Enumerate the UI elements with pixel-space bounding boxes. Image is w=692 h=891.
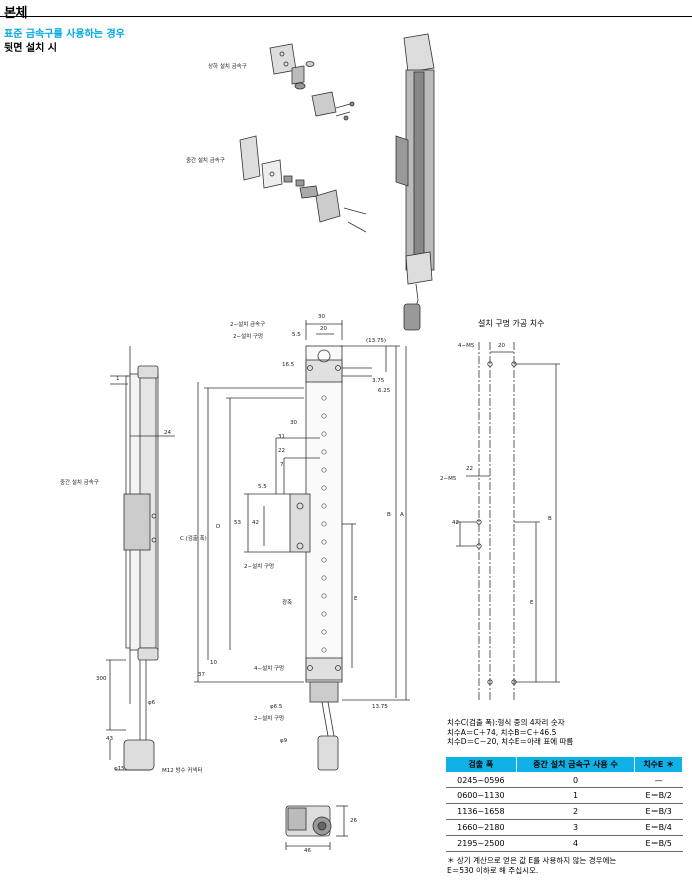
connector-detail-drawing — [285, 805, 348, 850]
col-mid-bracket-count: 중간 설치 금속구 사용 수 — [515, 756, 636, 773]
dim-3-75: 3.75 — [372, 378, 385, 384]
table-cell: 1660~2180 — [445, 819, 517, 836]
mid-bracket-parts — [239, 135, 367, 233]
footnote-line-1: ＊ 상기 계산으로 얻은 값 E를 사용하지 않는 경우에는 — [447, 856, 617, 865]
table-row: 2195~2500 4 E＝B/5 — [445, 835, 683, 852]
side-view-drawing — [106, 346, 175, 771]
hole-pattern-drawing — [456, 342, 560, 700]
dim-E: E — [354, 596, 358, 602]
dim-5-5: 5.5 — [292, 332, 301, 338]
side-dim-1: 1 — [116, 376, 120, 382]
subtitle: 표준 금속구를 사용하는 경우 — [4, 29, 125, 40]
dim-16-5: 16.5 — [282, 362, 295, 368]
dimension-table: 검출 폭 중간 설치 금속구 사용 수 치수E ＊ 0245~0596 0 — … — [445, 756, 683, 852]
note-line-2: 치수A＝C＋74, 치수B＝C＋46.5 — [447, 727, 557, 737]
dim-30: 30 — [318, 314, 325, 320]
front-view-drawing — [194, 320, 410, 771]
hole-pattern-title: 설치 구멍 가공 치수 — [478, 319, 545, 328]
two-bracket-label: 2−설치 금속구 — [230, 322, 266, 328]
side-dim-300: 300 — [96, 676, 107, 682]
dim-20: 20 — [320, 326, 327, 332]
m5-two-label: 2−M5 — [440, 476, 457, 482]
hole-dim-20: 20 — [498, 343, 505, 349]
sensor-3d-view — [395, 33, 435, 331]
dim-5-5-b: 5.5 — [258, 484, 267, 490]
hole-dim-E: E — [530, 600, 534, 606]
dim-phi-9: φ9 — [280, 738, 288, 744]
section-heading: 뒷면 설치 시 — [4, 43, 57, 54]
hole-dim-B: B — [548, 516, 552, 522]
table-cell: 1136~1658 — [445, 803, 517, 820]
two-hole-bot-label: 2−설치 구멍 — [254, 716, 285, 722]
four-hole-label: 4−설치 구멍 — [254, 666, 285, 672]
two-hole-top-label: 2−설치 구멍 — [233, 334, 264, 340]
dim-31: 31 — [278, 434, 285, 440]
table-cell: E＝B/2 — [634, 787, 683, 804]
m5-four-label: 4−M5 — [458, 343, 475, 349]
col-detect-width: 검출 폭 — [445, 756, 517, 773]
table-cell: E＝B/4 — [634, 819, 683, 836]
connector-label: M12 방수 커넥터 — [162, 768, 203, 774]
conn-dim-26: 26 — [350, 818, 357, 824]
dim-13-75-top: (13.75) — [366, 338, 387, 344]
table-cell: 3 — [516, 819, 635, 836]
dim-53: 53 — [234, 520, 241, 526]
table-row: 1136~1658 2 E＝B/3 — [445, 803, 683, 820]
hole-dim-42: 42 — [452, 520, 459, 526]
table-cell: E＝B/3 — [634, 803, 683, 820]
col-dim-e: 치수E ＊ — [634, 756, 683, 773]
dim-13-75-bot: 13.75 — [372, 704, 388, 710]
dim-D: D — [216, 524, 221, 530]
dim-10: 10 — [210, 660, 217, 666]
table-cell: 0600~1130 — [445, 787, 517, 804]
table-cell: 0245~0596 — [445, 772, 517, 788]
dim-7: 7 — [280, 462, 284, 468]
side-dim-phi-6: φ6 — [148, 700, 156, 706]
table-cell: 1 — [516, 787, 635, 804]
dim-22: 22 — [278, 448, 285, 454]
dim-phi-6-5: φ6.5 — [270, 704, 283, 710]
conn-dim-46: 46 — [304, 848, 311, 854]
table-cell: — — [634, 772, 683, 788]
table-cell: E＝B/5 — [634, 835, 683, 852]
dim-A: A — [400, 512, 404, 518]
top-bracket-label: 상하 설치 금속구 — [208, 64, 247, 70]
mid-bracket-label: 중간 설치 금속구 — [186, 158, 225, 164]
table-cell: 0 — [516, 772, 635, 788]
table-cell: 2 — [516, 803, 635, 820]
table-header-row: 검출 폭 중간 설치 금속구 사용 수 치수E ＊ — [445, 756, 683, 773]
dim-37: 37 — [198, 672, 205, 678]
title-divider — [0, 16, 692, 17]
table-cell: 2195~2500 — [445, 835, 517, 852]
dimension-notes: 치수C(검출 폭):형식 중의 4자리 숫자 치수A＝C＋74, 치수B＝C＋4… — [447, 718, 573, 747]
optical-axis-label: 광축 — [282, 600, 293, 606]
footnote-line-2: E＝530 이하로 해 주십시오. — [447, 866, 539, 875]
table-row: 1660~2180 3 E＝B/4 — [445, 819, 683, 836]
top-bracket-parts — [269, 43, 355, 121]
footnote: ＊ 상기 계산으로 얻은 값 E를 사용하지 않는 경우에는 E＝530 이하로… — [447, 856, 616, 876]
table-row: 0245~0596 0 — — [445, 772, 683, 788]
table-cell: 4 — [516, 835, 635, 852]
two-hole-mid-label: 2−설치 구멍 — [244, 564, 275, 570]
side-dim-24: 24 — [164, 430, 171, 436]
dim-B: B — [387, 512, 391, 518]
table-row: 0600~1130 1 E＝B/2 — [445, 787, 683, 804]
dim-42: 42 — [252, 520, 259, 526]
side-dim-phi-15: φ15 — [114, 766, 125, 772]
dim-30-b: 30 — [290, 420, 297, 426]
note-line-3: 치수D＝C－20, 치수E＝아래 표에 따름 — [447, 737, 574, 746]
page-title: 본체 — [4, 6, 27, 21]
mid-bracket-side-label: 중간 설치 금속구 — [60, 480, 99, 486]
note-line-1: 치수C(검출 폭):형식 중의 4자리 숫자 — [447, 718, 565, 727]
side-dim-43: 43 — [106, 736, 113, 742]
hole-dim-22: 22 — [466, 466, 473, 472]
dim-6-25: 6.25 — [378, 388, 391, 394]
detect-width-label: C (검출 폭) — [180, 536, 207, 542]
